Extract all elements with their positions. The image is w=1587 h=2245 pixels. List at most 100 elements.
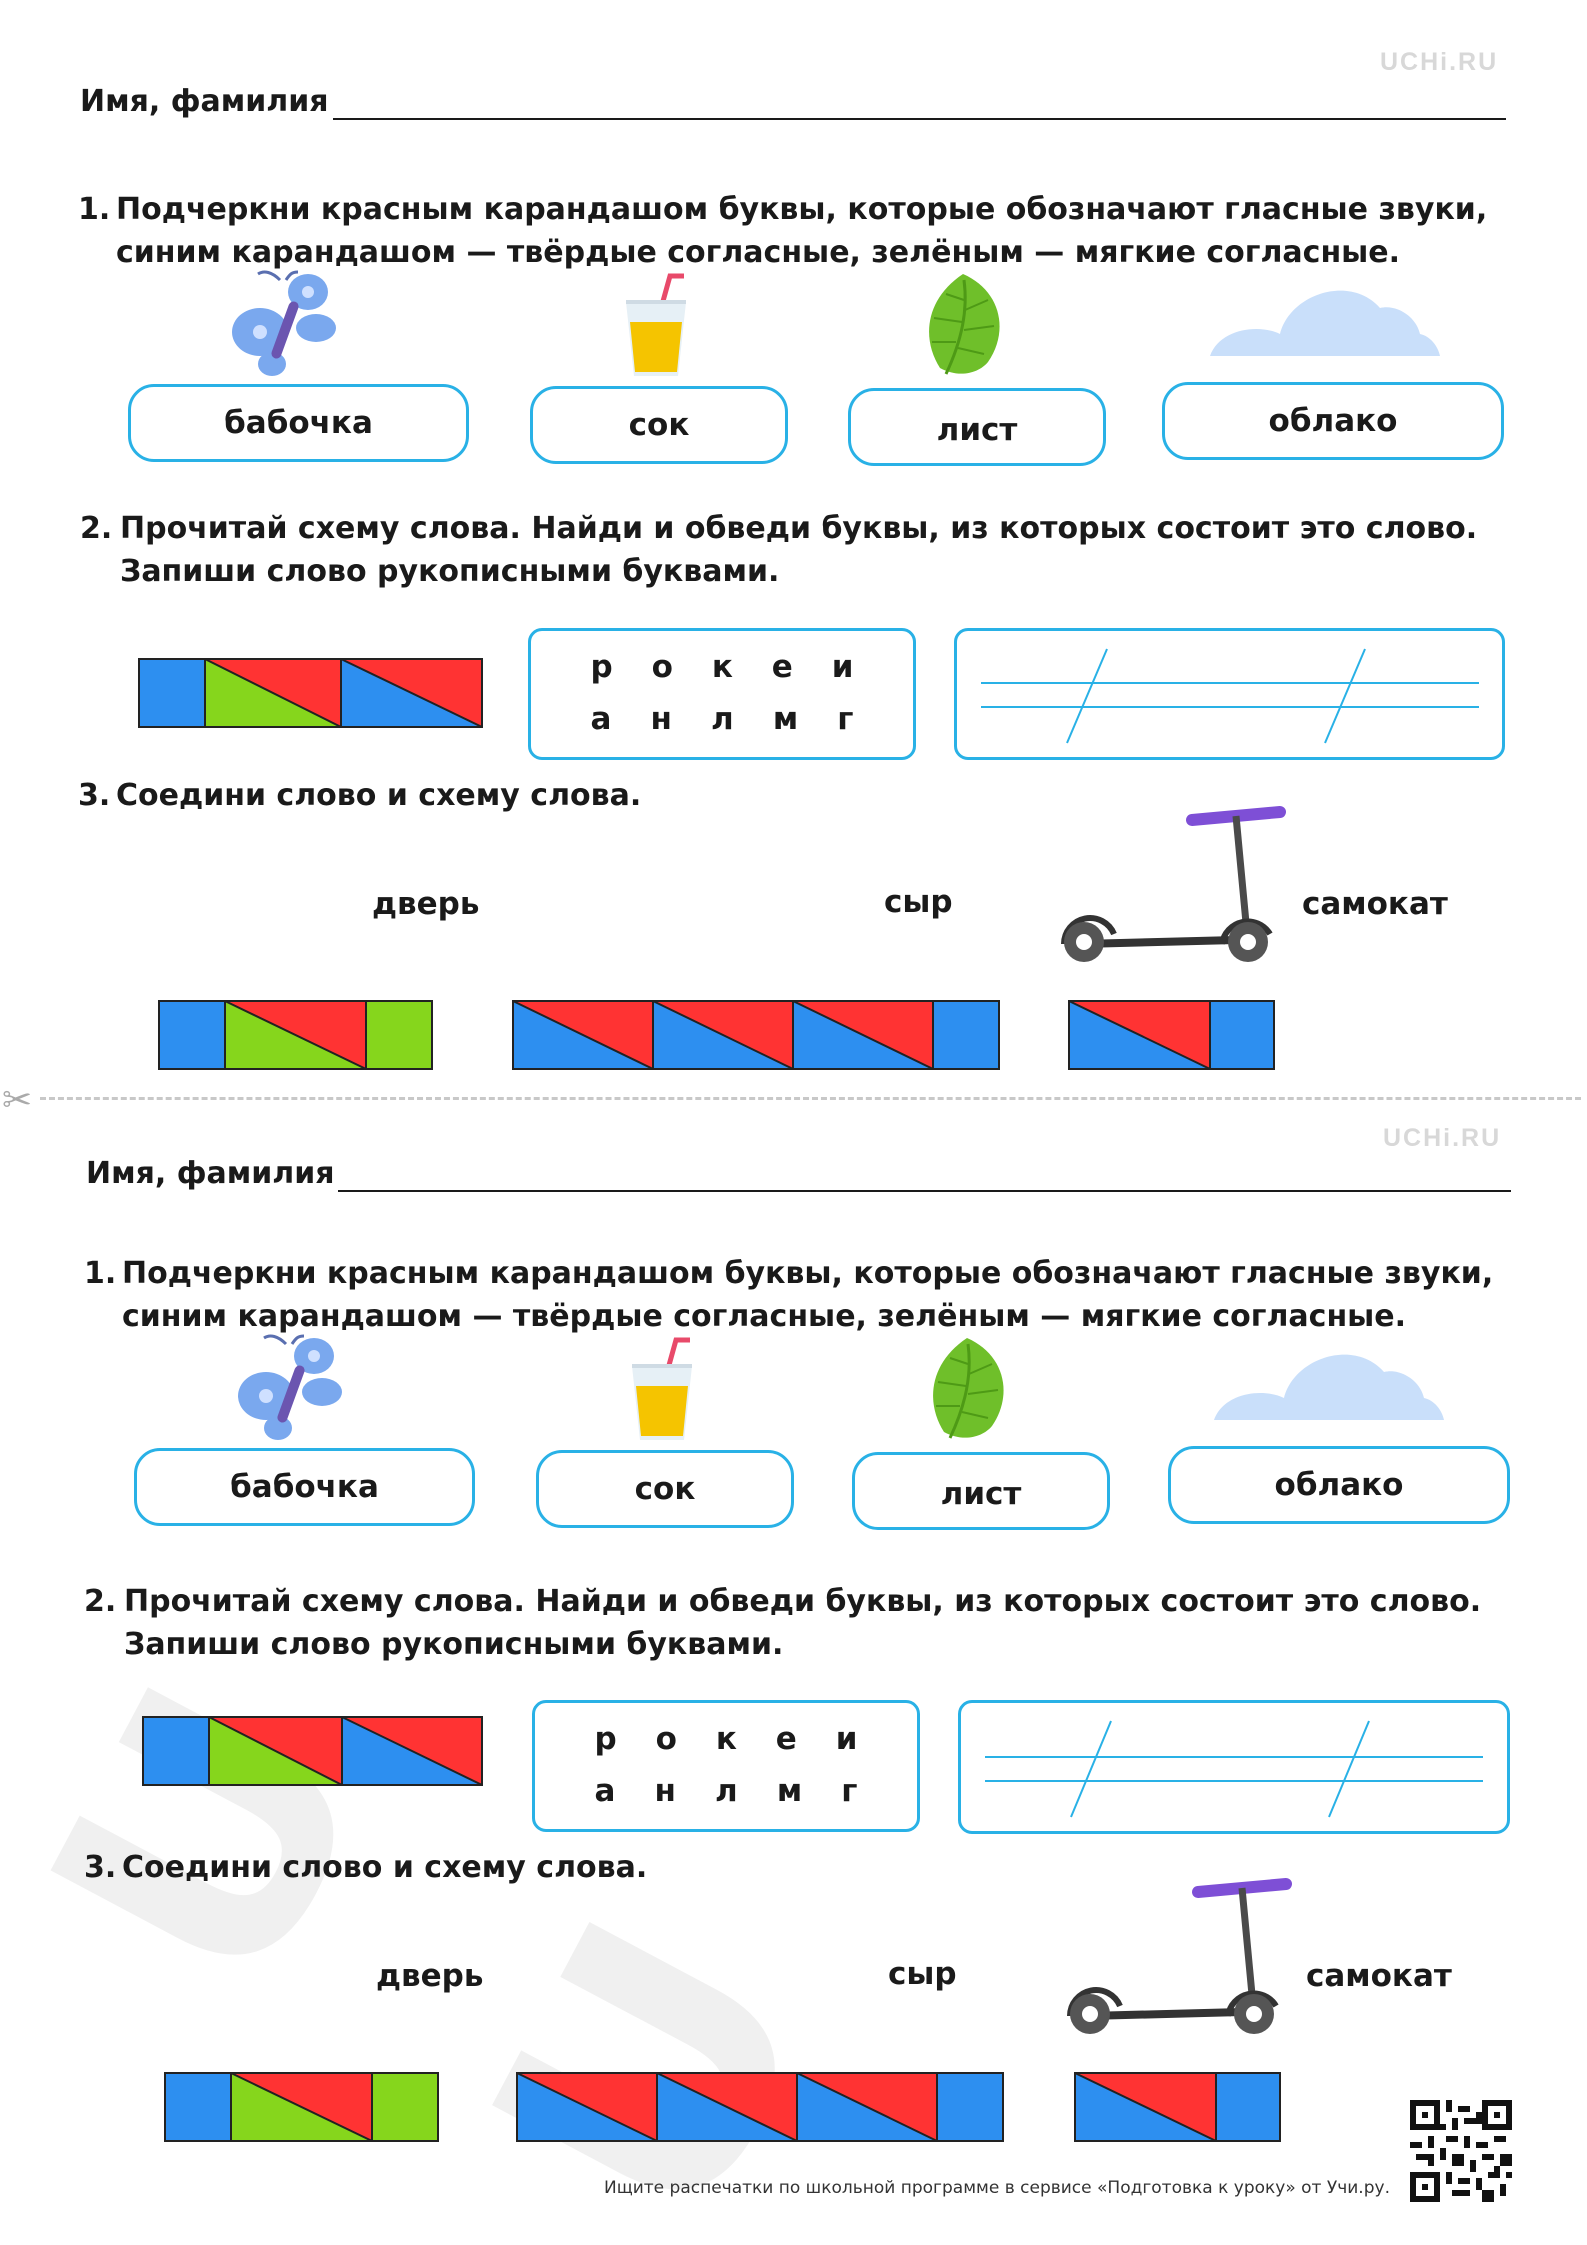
letter[interactable]: а [590, 701, 612, 737]
letters-row-1: р о к е и [531, 649, 913, 685]
letter[interactable]: н [654, 1773, 676, 1809]
letter[interactable]: л [715, 1773, 738, 1809]
word-list[interactable]: лист [940, 1476, 1022, 1512]
word-dver[interactable]: дверь [376, 1958, 484, 1994]
task1-line2: синим карандашом — твёрдые согласные, зе… [122, 1299, 1407, 1334]
letter[interactable]: г [841, 1773, 858, 1809]
letter[interactable]: к [711, 649, 733, 685]
juice-glass-icon [626, 273, 686, 376]
letter[interactable]: л [711, 701, 734, 737]
letter[interactable]: е [771, 649, 793, 685]
task3-number: 3. [78, 778, 111, 813]
letter[interactable]: к [715, 1721, 737, 1757]
word-sok[interactable]: сок [634, 1471, 696, 1507]
letters-box: р о к е и а н л м г [528, 628, 916, 760]
cut-line [40, 1097, 1581, 1100]
word-box-oblako: облако [1168, 1446, 1510, 1524]
writing-lines [981, 648, 1479, 744]
cloud-icon [1214, 1354, 1444, 1420]
scooter-icon [1067, 1878, 1292, 2034]
word-sok[interactable]: сок [628, 407, 690, 443]
name-line[interactable] [333, 118, 1506, 120]
word-box-oblako: облако [1162, 382, 1504, 460]
juice-glass-icon [632, 1337, 692, 1440]
letters-row-2: а н л м г [531, 701, 913, 737]
word-syr[interactable]: сыр [888, 1956, 957, 1992]
letter[interactable]: е [775, 1721, 797, 1757]
brand-logo: UCHi.RU [1383, 1124, 1502, 1152]
letters-row-2: а н л м г [535, 1773, 917, 1809]
word-list[interactable]: лист [936, 412, 1018, 448]
letter[interactable]: а [594, 1773, 616, 1809]
scheme-option-3[interactable] [1068, 1000, 1276, 1070]
cloud-icon [1210, 290, 1440, 356]
word-scheme [138, 658, 483, 728]
task2-number: 2. [84, 1584, 117, 1619]
letter[interactable]: р [590, 649, 613, 685]
scheme-hard-consonant [138, 658, 206, 728]
footer-text: Ищите распечатки по школьной программе в… [604, 2178, 1390, 2198]
writing-box[interactable] [958, 1700, 1510, 1834]
task1-line1: Подчеркни красным карандашом буквы, кото… [122, 1256, 1494, 1291]
scheme-option-1[interactable] [164, 2072, 440, 2142]
task2-line1: Прочитай схему слова. Найди и обведи бук… [120, 511, 1478, 546]
scheme-option-2[interactable] [512, 1000, 1000, 1070]
word-dver[interactable]: дверь [372, 886, 480, 922]
name-line[interactable] [338, 1190, 1511, 1192]
scooter-icon [1061, 806, 1286, 962]
letter[interactable]: г [837, 701, 854, 737]
butterfly-icon [232, 270, 336, 376]
task3-line1: Соедини слово и схему слова. [122, 1850, 648, 1885]
task2-line1: Прочитай схему слова. Найди и обведи бук… [124, 1584, 1482, 1619]
butterfly-icon [238, 1334, 342, 1440]
word-oblako[interactable]: облако [1268, 403, 1398, 439]
task2-number: 2. [80, 511, 113, 546]
letter[interactable]: р [594, 1721, 617, 1757]
qr-code-icon[interactable] [1410, 2100, 1512, 2202]
word-box-list: лист [848, 388, 1106, 466]
word-box-sok: сок [536, 1450, 794, 1528]
word-box-sok: сок [530, 386, 788, 464]
word-box-list: лист [852, 1452, 1110, 1530]
word-oblako[interactable]: облако [1274, 1467, 1404, 1503]
letters-box: р о к е и а н л м г [532, 1700, 920, 1832]
scheme-hard-consonant-vowel [340, 658, 483, 728]
leaf-icon [929, 274, 1000, 375]
task2-line2: Запиши слово рукописными буквами. [120, 554, 780, 589]
letter[interactable]: н [650, 701, 672, 737]
word-babochka[interactable]: бабочка [224, 405, 373, 441]
word-syr[interactable]: сыр [884, 884, 953, 920]
name-label: Имя, фамилия [86, 1156, 335, 1191]
task1-number: 1. [84, 1256, 117, 1291]
word-scheme [142, 1716, 483, 1786]
word-samokat[interactable]: самокат [1306, 1958, 1452, 1994]
scheme-soft-consonant-vowel [204, 658, 342, 728]
writing-box[interactable] [954, 628, 1505, 760]
letter[interactable]: м [776, 1773, 803, 1809]
letters-row-1: р о к е и [535, 1721, 917, 1757]
task3-number: 3. [84, 1850, 117, 1885]
letter[interactable]: о [651, 649, 673, 685]
task1-line1: Подчеркни красным карандашом буквы, кото… [116, 192, 1488, 227]
letter[interactable]: о [655, 1721, 677, 1757]
task1-line2: синим карандашом — твёрдые согласные, зе… [116, 235, 1401, 270]
task2-line2: Запиши слово рукописными буквами. [124, 1627, 784, 1662]
writing-lines [985, 1720, 1483, 1818]
letter[interactable]: и [831, 649, 854, 685]
scissors-icon: ✂ [2, 1080, 33, 1121]
word-babochka[interactable]: бабочка [230, 1469, 379, 1505]
word-samokat[interactable]: самокат [1302, 886, 1448, 922]
word-box-babochka: бабочка [128, 384, 469, 462]
name-label: Имя, фамилия [80, 84, 329, 119]
task3-line1: Соедини слово и схему слова. [116, 778, 642, 813]
leaf-icon [933, 1338, 1004, 1439]
brand-logo: UCHi.RU [1380, 48, 1499, 76]
letter[interactable]: м [772, 701, 799, 737]
scheme-option-1[interactable] [158, 1000, 434, 1070]
letter[interactable]: и [835, 1721, 858, 1757]
scheme-option-3[interactable] [1074, 2072, 1282, 2142]
scheme-option-2[interactable] [516, 2072, 1004, 2142]
word-box-babochka: бабочка [134, 1448, 475, 1526]
task1-number: 1. [78, 192, 111, 227]
